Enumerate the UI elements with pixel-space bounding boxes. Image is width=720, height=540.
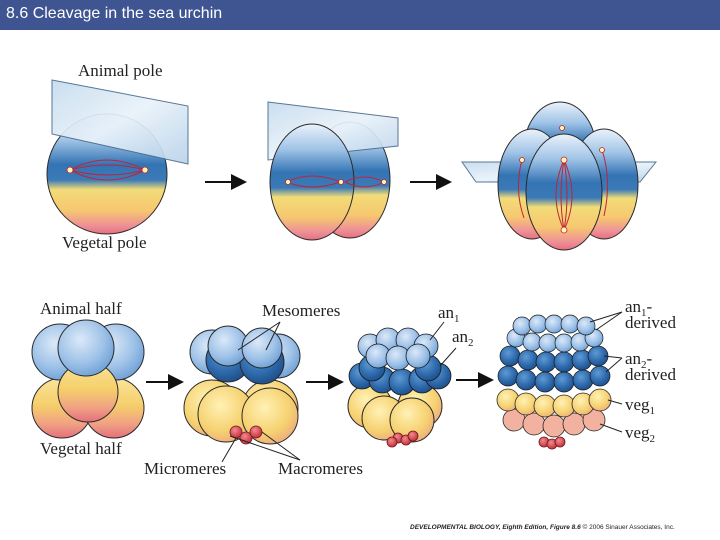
embryo-8-cell bbox=[31, 319, 145, 439]
label-veg1: veg1 bbox=[625, 395, 655, 417]
title-bar: 8.6 Cleavage in the sea urchin bbox=[0, 0, 720, 30]
label-an2: an2 bbox=[452, 327, 474, 349]
label-vegetal-pole: Vegetal pole bbox=[62, 233, 147, 252]
label-an2-derived-2: derived bbox=[625, 365, 676, 384]
label-an2-derived: an2- bbox=[625, 349, 653, 371]
label-vegetal-half: Vegetal half bbox=[40, 439, 122, 458]
embryo-64-cell bbox=[496, 314, 612, 450]
egg-stage-1 bbox=[46, 79, 189, 235]
egg-stage-2 bbox=[267, 101, 399, 241]
label-animal-pole: Animal pole bbox=[78, 61, 163, 80]
embryo-16-cell bbox=[183, 325, 301, 445]
egg-stage-3 bbox=[461, 101, 658, 251]
figure-credit: DEVELOPMENTAL BIOLOGY, Eighth Edition, F… bbox=[410, 524, 675, 531]
label-an1-derived: an1- bbox=[625, 297, 653, 319]
copyright: © 2006 Sinauer Associates, Inc. bbox=[582, 524, 675, 531]
an1-tier bbox=[357, 327, 439, 371]
label-mesomeres: Mesomeres bbox=[262, 301, 340, 320]
label-macromeres: Macromeres bbox=[278, 459, 363, 478]
slide-title: 8.6 Cleavage in the sea urchin bbox=[6, 5, 223, 22]
label-animal-half: Animal half bbox=[40, 299, 122, 318]
mitotic-spindle bbox=[69, 159, 146, 181]
figure-source: DEVELOPMENTAL BIOLOGY, Eighth Edition, F… bbox=[410, 524, 581, 531]
label-an1: an1 bbox=[438, 303, 460, 325]
label-micromeres: Micromeres bbox=[144, 459, 226, 478]
label-veg2: veg2 bbox=[625, 423, 655, 445]
label-an1-derived-2: derived bbox=[625, 313, 676, 332]
cleavage-plane bbox=[51, 79, 189, 165]
embryo-32-cell bbox=[347, 327, 452, 448]
